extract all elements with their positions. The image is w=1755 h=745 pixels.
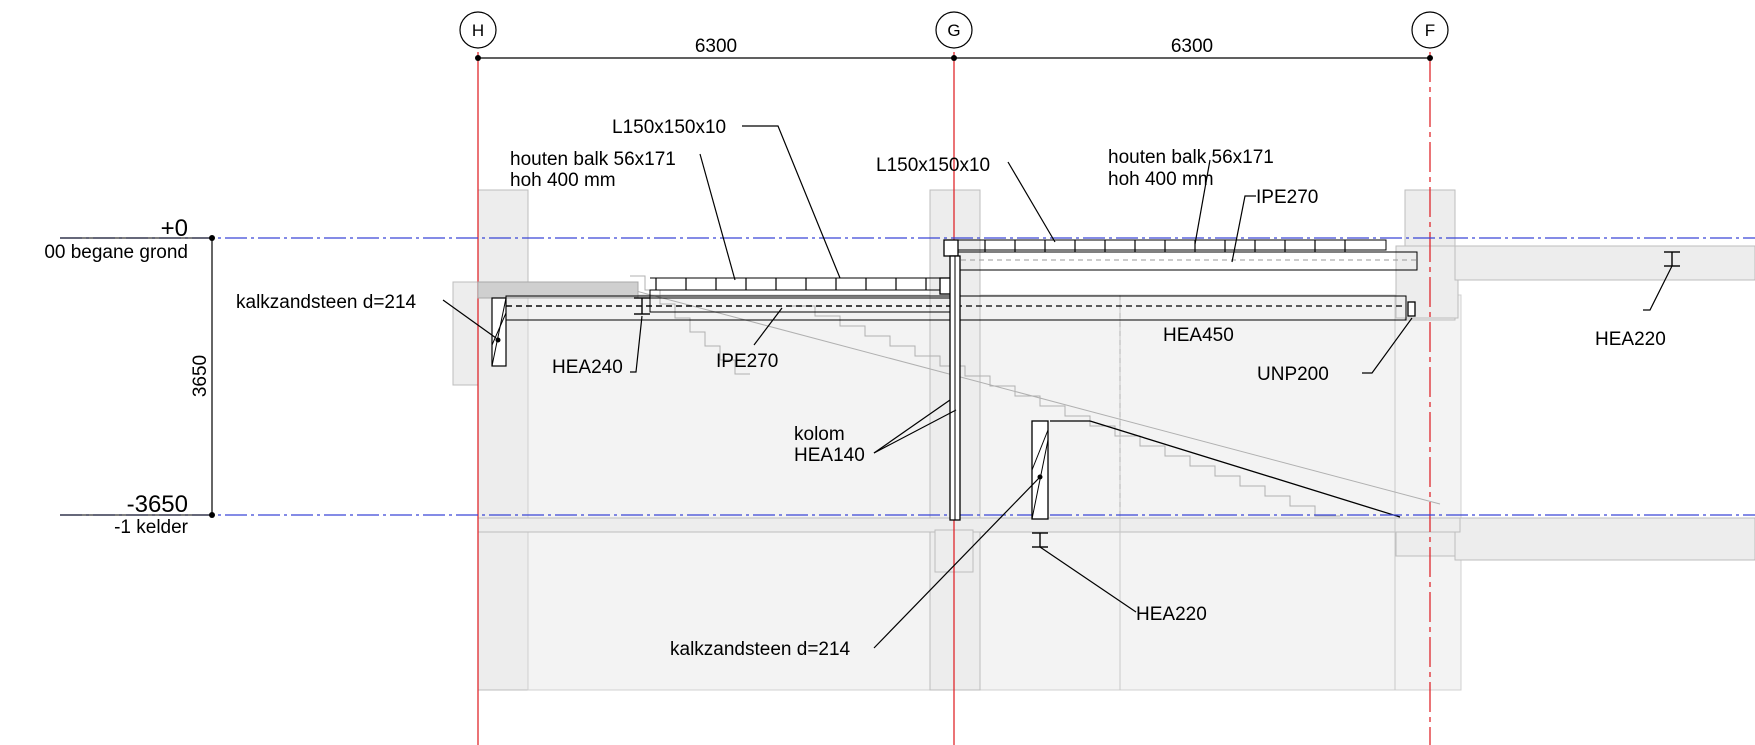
slab-right-ground [1454, 245, 1755, 281]
building-outline [452, 189, 1755, 691]
annotations: L150x150x10 houten balk 56x171 hoh 400 m… [236, 117, 1666, 660]
hea240-section [634, 297, 650, 315]
grid-label-h: H [472, 21, 484, 40]
stair [630, 275, 1441, 518]
label-l150-right: L150x150x10 [876, 155, 990, 176]
wall-h [477, 189, 529, 691]
slab-right-basement [1454, 517, 1755, 561]
grid-label-f: F [1425, 21, 1435, 40]
label-houten-right-2: hoh 400 mm [1108, 169, 1214, 190]
unp200-section [1407, 301, 1416, 317]
level-basement-name: -1 kelder [114, 517, 189, 538]
level-lines [60, 237, 1755, 516]
label-kalkzandsteen-bottom: kalkzandsteen d=214 [670, 639, 851, 660]
grid-bubbles: H G F [459, 11, 1449, 49]
grid-bubble-h [459, 11, 497, 49]
dim-g-f: 6300 [1171, 36, 1213, 57]
label-kalkzandsteen-top: kalkzandsteen d=214 [236, 292, 417, 313]
label-unp200: UNP200 [1257, 364, 1329, 385]
column-f-box [1395, 245, 1459, 319]
grid-bubble-f [1411, 11, 1449, 49]
basement-space [527, 294, 1462, 691]
label-kolom-2: HEA140 [794, 445, 865, 466]
leaders [442, 125, 1673, 649]
level-ground-value: +0 [161, 215, 188, 242]
grid-label-g: G [947, 21, 960, 40]
grid-bubble-g [935, 11, 973, 49]
label-l150-left: L150x150x10 [612, 117, 726, 138]
label-hea450: HEA450 [1163, 325, 1234, 346]
level-marks: +0 00 begane grond -3650 -1 kelder 3650 [44, 215, 215, 538]
label-hea220-bottom: HEA220 [1136, 604, 1207, 625]
label-kolom-1: kolom [794, 424, 845, 445]
label-houten-right-1: houten balk 56x171 [1108, 147, 1274, 168]
label-houten-left-2: hoh 400 mm [510, 170, 616, 191]
label-hea240: HEA240 [552, 357, 623, 378]
label-ipe270-left: IPE270 [716, 351, 778, 372]
dim-h-g: 6300 [695, 36, 737, 57]
top-dimension: 6300 6300 [475, 36, 1433, 61]
level-height-dim: 3650 [190, 355, 211, 397]
level-ground-name: 00 begane grond [44, 242, 188, 263]
ipe270-right-beam [951, 251, 1418, 271]
structure [477, 239, 1680, 548]
left-concrete-edge [477, 281, 639, 299]
l150-angle-right [943, 239, 959, 257]
wall-h-ledge [452, 281, 479, 386]
label-houten-left-1: houten balk 56x171 [510, 149, 676, 170]
label-hea220-right: HEA220 [1595, 329, 1666, 350]
level-basement-value: -3650 [127, 491, 188, 518]
label-ipe270-right: IPE270 [1256, 187, 1318, 208]
